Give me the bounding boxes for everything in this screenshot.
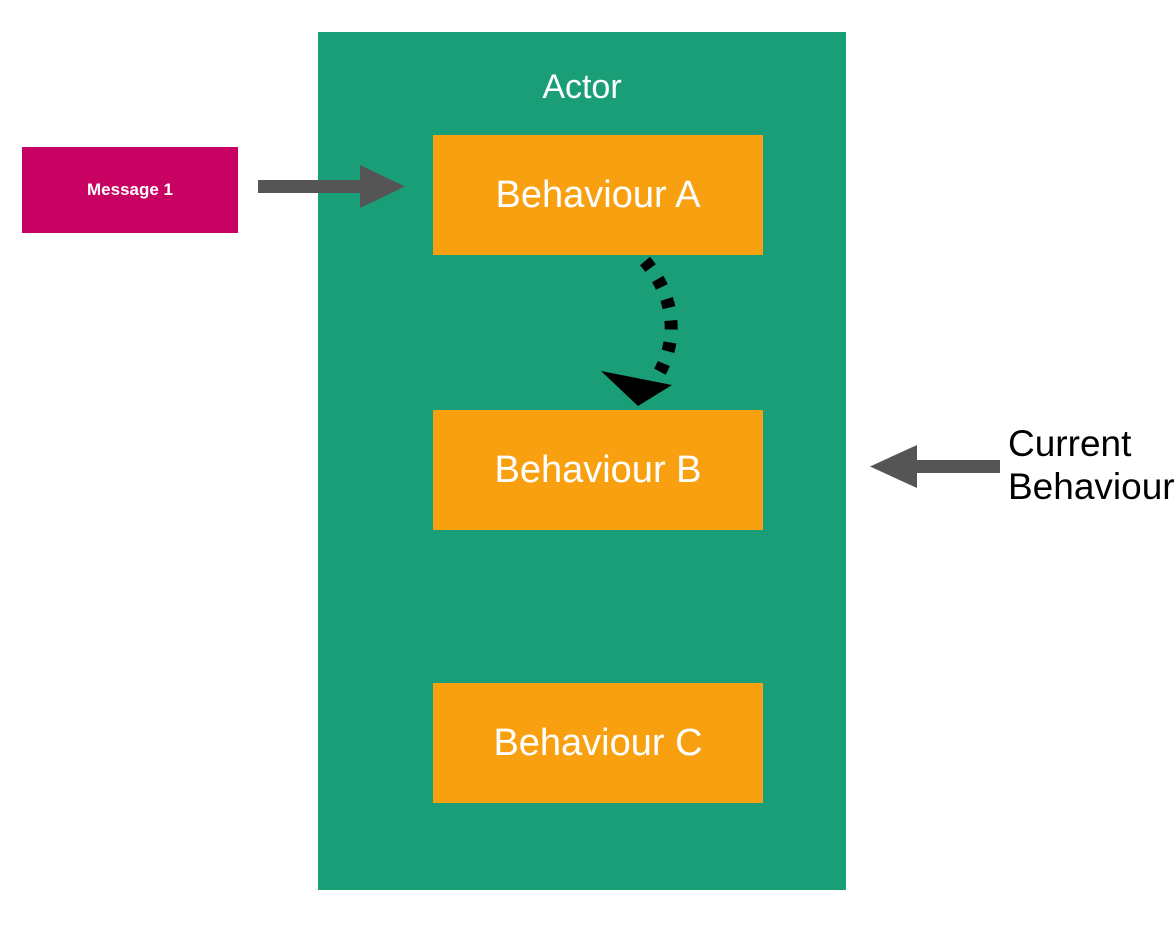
behaviour-box-c[interactable]: Behaviour C — [433, 683, 763, 803]
current-behaviour-line-2: Behaviour — [1008, 466, 1175, 507]
actor-title: Actor — [542, 68, 622, 106]
behaviour-c-label: Behaviour C — [493, 722, 703, 764]
current-behaviour-line-1: Current — [1008, 423, 1132, 464]
message-label: Message 1 — [87, 180, 173, 199]
behaviour-box-b[interactable]: Behaviour B — [433, 410, 763, 530]
current-behaviour-arrow — [870, 445, 1000, 488]
behaviour-box-a[interactable]: Behaviour A — [433, 135, 763, 255]
behaviour-a-label: Behaviour A — [495, 174, 701, 216]
message-box[interactable]: Message 1 — [22, 147, 238, 233]
current-behaviour-annotation: Current Behaviour — [1008, 422, 1176, 508]
behaviour-b-label: Behaviour B — [494, 449, 702, 491]
